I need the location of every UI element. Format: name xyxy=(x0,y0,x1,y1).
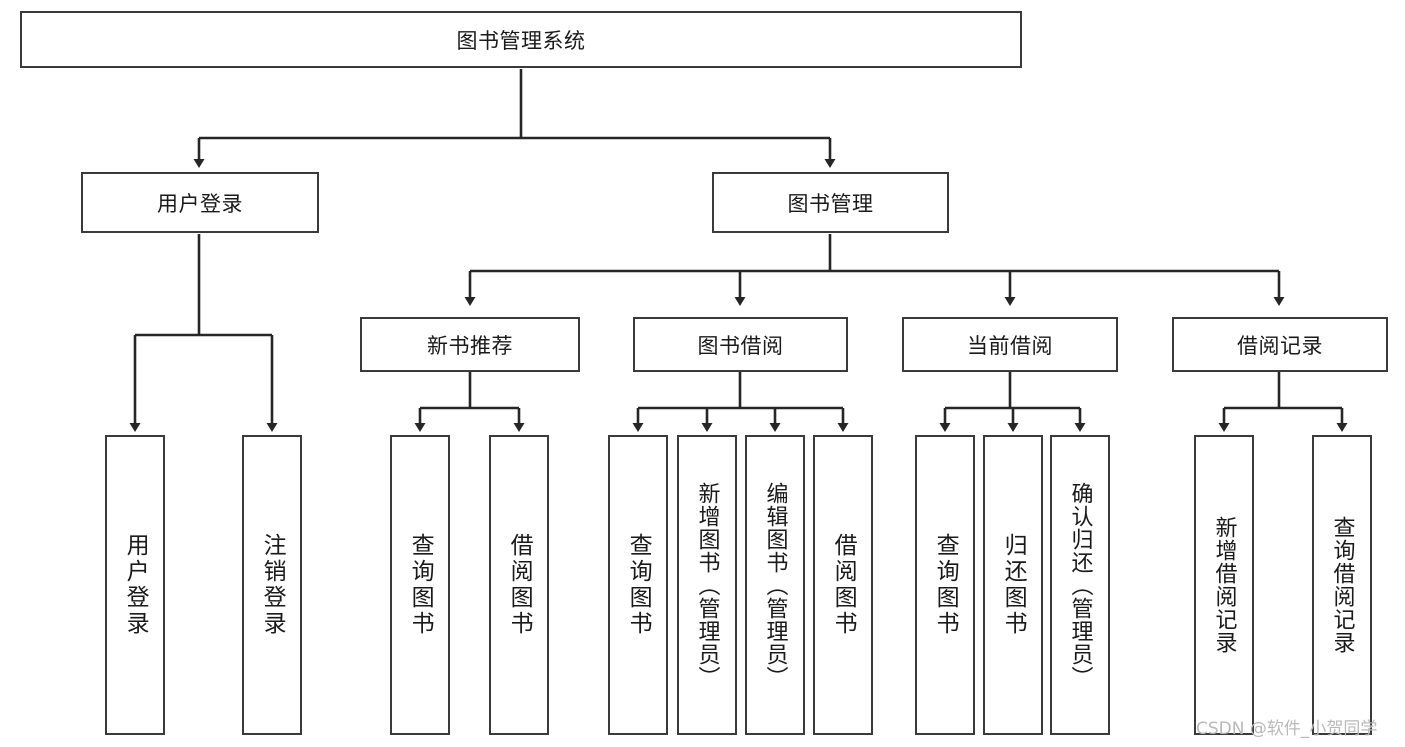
leaf-book-borrow-add-admin[interactable]: 新增图书（管理员） xyxy=(677,435,737,735)
node-new-book-recommend[interactable]: 新书推荐 xyxy=(360,317,580,372)
leaf-current-borrow-return[interactable]: 归还图书 xyxy=(983,435,1043,735)
node-borrow-record[interactable]: 借阅记录 xyxy=(1172,317,1388,372)
leaf-user-login-logout[interactable]: 注销登录 xyxy=(242,435,302,735)
node-root-system[interactable]: 图书管理系统 xyxy=(20,11,1022,68)
node-book-management[interactable]: 图书管理 xyxy=(712,172,949,233)
leaf-borrow-record-query[interactable]: 查询借阅记录 xyxy=(1312,435,1372,735)
leaf-user-login-login[interactable]: 用户登录 xyxy=(105,435,165,735)
node-current-borrow[interactable]: 当前借阅 xyxy=(902,317,1118,372)
leaf-current-borrow-confirm-admin[interactable]: 确认归还（管理员） xyxy=(1050,435,1110,735)
node-user-login[interactable]: 用户登录 xyxy=(81,172,319,233)
leaf-book-borrow-edit-admin[interactable]: 编辑图书（管理员） xyxy=(745,435,805,735)
csdn-watermark: CSDN @软件_小贺同学 xyxy=(1196,719,1378,739)
leaf-book-borrow-borrow[interactable]: 借阅图书 xyxy=(813,435,873,735)
leaf-current-borrow-query[interactable]: 查询图书 xyxy=(915,435,975,735)
node-book-borrow[interactable]: 图书借阅 xyxy=(633,317,848,372)
leaf-borrow-record-add[interactable]: 新增借阅记录 xyxy=(1194,435,1254,735)
leaf-new-book-borrow[interactable]: 借阅图书 xyxy=(489,435,549,735)
leaf-new-book-query[interactable]: 查询图书 xyxy=(390,435,450,735)
leaf-book-borrow-query[interactable]: 查询图书 xyxy=(608,435,668,735)
